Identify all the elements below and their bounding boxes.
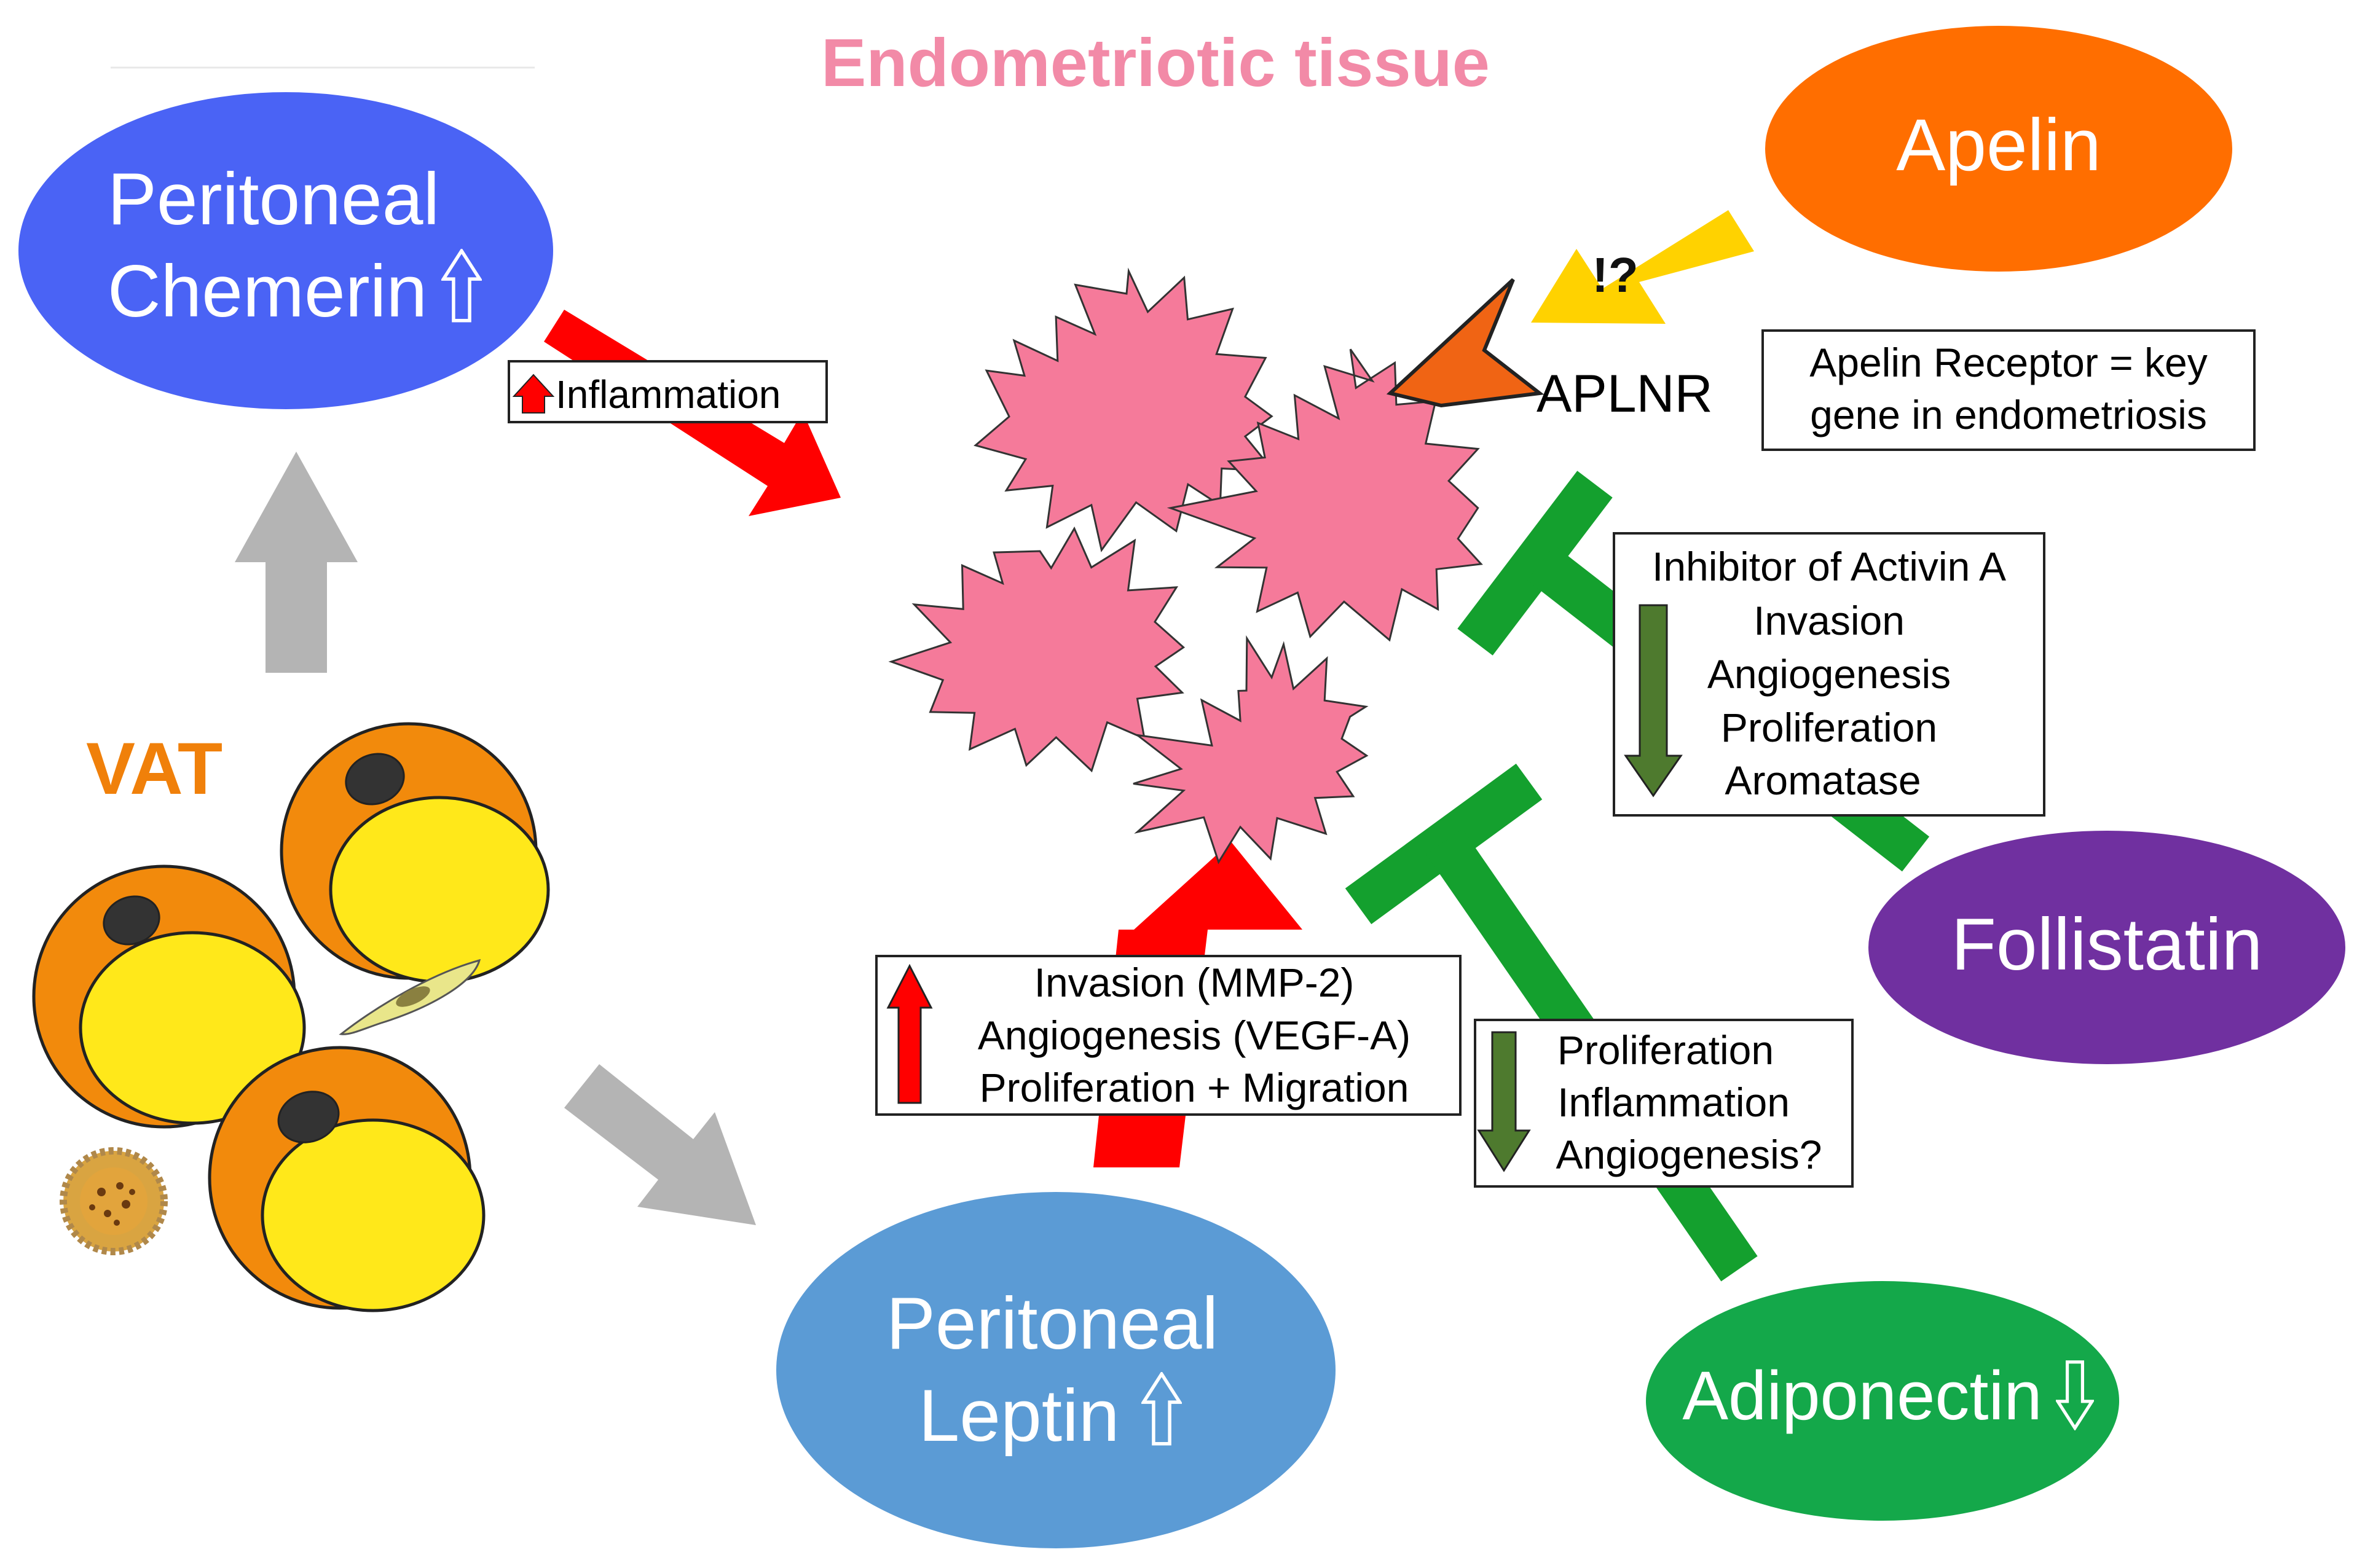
svg-text:gene in endometriosis: gene in endometriosis — [1810, 392, 2207, 437]
svg-text:Angiogenesis: Angiogenesis — [1707, 651, 1951, 697]
svg-text:Proliferation: Proliferation — [1557, 1027, 1774, 1073]
node-adiponectin: Adiponectin — [1646, 1281, 2119, 1521]
svg-text:Inhibitor of Activin A: Inhibitor of Activin A — [1652, 544, 2006, 589]
fibroblast-cell — [339, 958, 481, 1035]
tissue-star-4 — [1133, 635, 1369, 864]
red-up-arrow-icon — [886, 963, 933, 1104]
node-apelin: Apelin — [1765, 26, 2232, 272]
box-adiponectin-effects: Proliferation Inflammation Angiogenesis? — [1474, 1019, 1854, 1188]
adipocyte-cell — [32, 864, 306, 1129]
green-down-arrow-icon — [1624, 604, 1683, 798]
tissue-starbursts — [888, 267, 1483, 864]
tissue-star-1 — [974, 267, 1276, 552]
box-leptin-effects: Invasion (MMP-2) Angiogenesis (VEGF-A) P… — [875, 955, 1462, 1116]
apelin-receptor-shape — [1386, 278, 1545, 408]
node-leptin: Peritoneal Leptin — [776, 1192, 1336, 1548]
svg-text:Inflammation: Inflammation — [556, 372, 781, 417]
svg-text:Invasion: Invasion — [1753, 598, 1905, 643]
svg-text:Angiogenesis?: Angiogenesis? — [1556, 1132, 1822, 1177]
svg-text:Angiogenesis (VEGF-A): Angiogenesis (VEGF-A) — [978, 1013, 1411, 1058]
box-follistatin-effects: Inhibitor of Activin A Invasion Angiogen… — [1613, 532, 2045, 817]
adipocyte-cell — [208, 1046, 486, 1312]
question-arrow — [1531, 210, 1754, 324]
green-down-arrow-icon — [1477, 1031, 1531, 1172]
adipocyte-cell — [280, 722, 550, 984]
svg-text:Adiponectin: Adiponectin — [1682, 1357, 2042, 1434]
diagram-title: Endometriotic tissue — [821, 25, 1490, 101]
macrophage-cell — [60, 1147, 168, 1255]
svg-text:Proliferation: Proliferation — [1721, 705, 1937, 750]
svg-text:Apelin Receptor = key: Apelin Receptor = key — [1809, 340, 2208, 385]
vat-label: VAT — [86, 727, 222, 810]
svg-text:Chemerin: Chemerin — [108, 250, 427, 332]
tissue-star-2 — [1167, 348, 1483, 642]
box-inflammation: Inflammation — [508, 360, 828, 423]
red-up-arrow-icon — [512, 374, 555, 414]
node-chemerin: Peritoneal Chemerin — [18, 92, 553, 409]
vat-adipocytes — [32, 722, 550, 1312]
svg-text:Apelin: Apelin — [1896, 104, 2101, 186]
node-follistatin: Follistatin — [1868, 831, 2345, 1064]
svg-text:Peritoneal: Peritoneal — [886, 1282, 1218, 1365]
box-apelin-receptor: Apelin Receptor = key gene in endometrio… — [1761, 329, 2256, 451]
aplnr-label: APLNR — [1537, 364, 1713, 423]
tissue-star-3 — [888, 526, 1186, 773]
svg-text:Invasion (MMP-2): Invasion (MMP-2) — [1034, 960, 1355, 1005]
svg-text:Aromatase: Aromatase — [1725, 758, 1921, 803]
svg-text:Inflammation: Inflammation — [1557, 1080, 1790, 1125]
svg-text:Peritoneal: Peritoneal — [108, 158, 439, 240]
grey-arrow-up-to-chemerin — [235, 452, 358, 673]
grey-arrow-down-to-leptin — [564, 1064, 756, 1225]
svg-text:Follistatin: Follistatin — [1951, 903, 2263, 986]
question-mark-label: !? — [1592, 248, 1639, 302]
svg-text:Leptin: Leptin — [919, 1374, 1120, 1457]
svg-text:Proliferation + Migration: Proliferation + Migration — [980, 1065, 1409, 1110]
